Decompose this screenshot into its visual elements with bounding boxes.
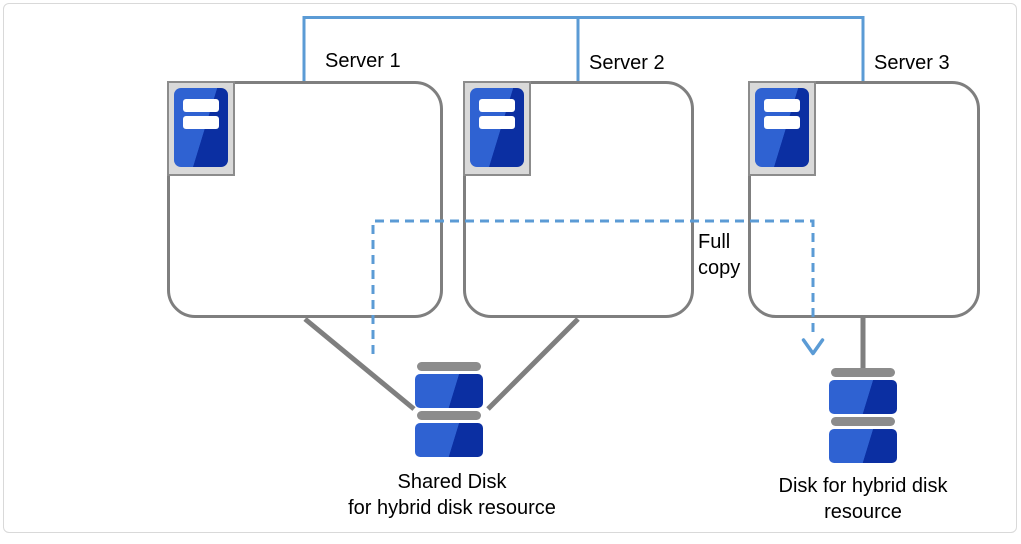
server-3-icon bbox=[748, 81, 816, 176]
disk-cap bbox=[417, 411, 481, 420]
server-slot-bar bbox=[183, 99, 219, 112]
shared-disk-label: Shared Disk for hybrid disk resource bbox=[348, 471, 556, 519]
disk-body bbox=[829, 429, 897, 463]
server-slot-bar bbox=[764, 116, 800, 129]
server-2-icon bbox=[463, 81, 531, 176]
full-copy-label: Full copy bbox=[698, 231, 741, 279]
server-slot-bar bbox=[764, 99, 800, 112]
disk-cap bbox=[417, 362, 481, 371]
server-1-icon bbox=[167, 81, 235, 176]
disk-cap bbox=[831, 417, 895, 426]
server-2-label: Server 2 bbox=[589, 52, 665, 74]
server-icon-body bbox=[470, 88, 524, 167]
server1-shared-disk-link-line bbox=[303, 317, 416, 411]
server2-shared-disk-link-line bbox=[486, 317, 580, 411]
server-3-label: Server 3 bbox=[874, 52, 950, 74]
disk-cap bbox=[831, 368, 895, 377]
full-copy-arrowhead-icon bbox=[801, 338, 825, 356]
hybrid-disk-icon bbox=[829, 368, 897, 466]
disk-body bbox=[415, 423, 483, 457]
server-icon-body bbox=[755, 88, 809, 167]
shared-disk-icon bbox=[415, 362, 483, 460]
server-slot-bar bbox=[479, 116, 515, 129]
server-slot-bar bbox=[479, 99, 515, 112]
disk-body bbox=[829, 380, 897, 414]
server-slot-bar bbox=[183, 116, 219, 129]
disk-body bbox=[415, 374, 483, 408]
hybrid-disk-label: Disk for hybrid disk resource bbox=[778, 475, 948, 523]
server-icon-body bbox=[174, 88, 228, 167]
server-1-label: Server 1 bbox=[325, 50, 401, 72]
